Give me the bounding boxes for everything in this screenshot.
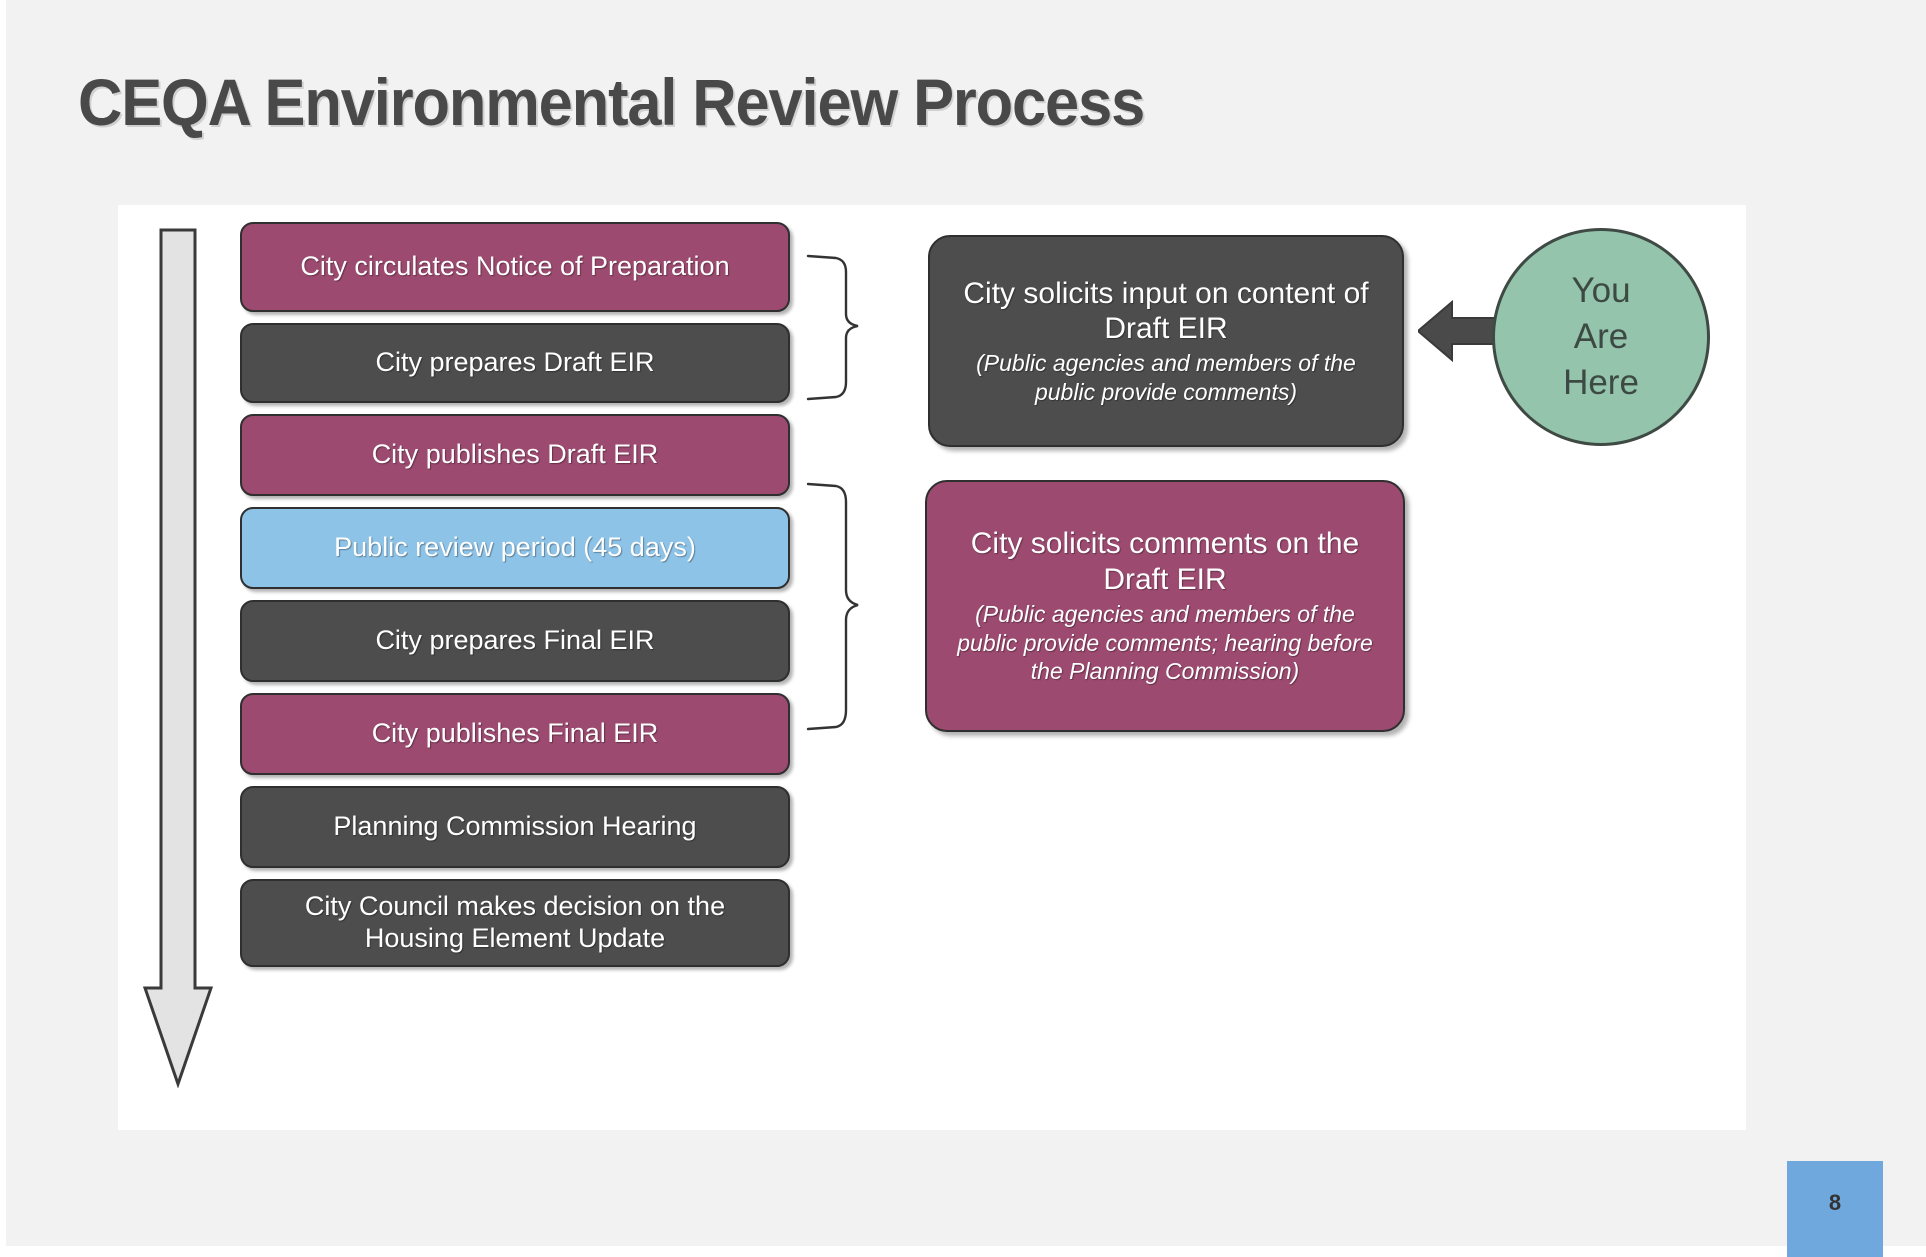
marker-line-2: Are — [1573, 316, 1629, 356]
step-label: City Council makes decision on the Housi… — [304, 891, 726, 953]
callout-subtext: (Public agencies and members of the publ… — [957, 601, 1373, 685]
step-box-public-review-period[interactable]: Public review period (45 days) — [240, 507, 790, 589]
step-box-planning-commission-hearing[interactable]: Planning Commission Hearing — [240, 786, 790, 868]
callout-headline: City solicits input on content of Draft … — [963, 276, 1369, 345]
callout-draft-eir-input[interactable]: City solicits input on content of Draft … — [928, 235, 1404, 447]
step-box-prepares-final-eir[interactable]: City prepares Final EIR — [240, 600, 790, 682]
step-box-publishes-draft-eir[interactable]: City publishes Draft EIR — [240, 414, 790, 496]
step-box-prepares-draft-eir[interactable]: City prepares Draft EIR — [240, 323, 790, 403]
step-label: City prepares Draft EIR — [375, 347, 655, 378]
marker-line-1: You — [1571, 270, 1631, 310]
step-box-notice-of-preparation[interactable]: City circulates Notice of Preparation — [240, 222, 790, 312]
page-title: CEQA Environmental Review Process — [78, 65, 1145, 139]
page-number-badge: 8 — [1787, 1161, 1883, 1257]
step-label: Planning Commission Hearing — [333, 811, 697, 842]
process-steps-column: City circulates Notice of Preparation Ci… — [240, 222, 790, 978]
step-box-city-council-decision[interactable]: City Council makes decision on the Housi… — [240, 879, 790, 967]
brace-connector-bottom — [806, 482, 859, 731]
callout-headline: City solicits comments on the Draft EIR — [970, 527, 1360, 596]
process-direction-arrow — [143, 228, 213, 1088]
brace-connector-top — [806, 254, 859, 401]
you-are-here-marker[interactable]: You Are Here — [1492, 228, 1710, 446]
step-label: Public review period (45 days) — [334, 532, 696, 563]
slide-left-edge — [0, 0, 6, 1246]
step-label: City publishes Final EIR — [371, 718, 659, 749]
step-label: City publishes Draft EIR — [371, 439, 659, 470]
callout-subtext: (Public agencies and members of the publ… — [976, 350, 1356, 405]
step-label: City prepares Final EIR — [375, 625, 655, 656]
marker-line-3: Here — [1563, 363, 1639, 403]
left-arrow-icon — [1418, 300, 1500, 362]
callout-draft-eir-comments[interactable]: City solicits comments on the Draft EIR … — [925, 480, 1405, 732]
step-box-publishes-final-eir[interactable]: City publishes Final EIR — [240, 693, 790, 775]
step-label: City circulates Notice of Preparation — [300, 251, 730, 282]
